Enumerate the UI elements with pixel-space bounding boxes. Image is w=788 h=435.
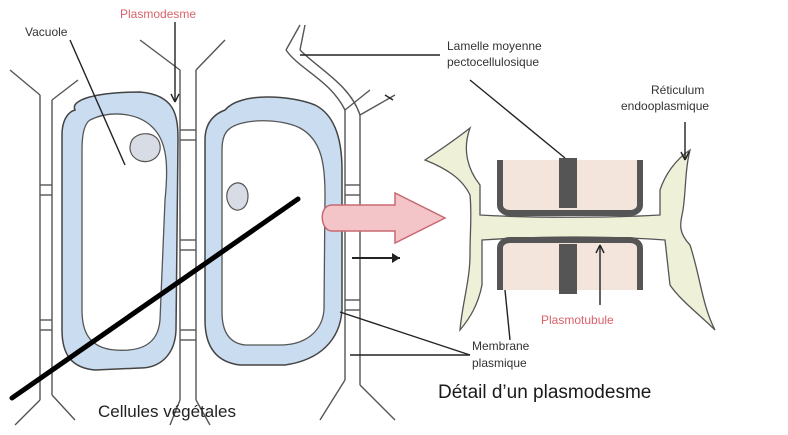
caption-cellules: Cellules végétales bbox=[98, 403, 236, 422]
upper-middle-lamella bbox=[559, 158, 577, 208]
caption-detail: Détail d’un plasmodesme bbox=[438, 383, 651, 404]
label-membrane-line2: plasmique bbox=[472, 357, 527, 370]
label-membrane-line1: Membrane bbox=[472, 340, 529, 353]
label-reticulum-line1: Réticulum bbox=[651, 84, 704, 97]
left-cell-organelle bbox=[130, 134, 160, 162]
label-vacuole: Vacuole bbox=[25, 26, 67, 39]
right-cell-organelle bbox=[227, 183, 248, 210]
label-lamelle-line1: Lamelle moyenne bbox=[447, 40, 542, 53]
lower-middle-lamella bbox=[559, 244, 577, 294]
label-lamelle-line2: pectocellulosique bbox=[447, 56, 539, 69]
label-reticulum-line2: endooplasmique bbox=[621, 100, 709, 113]
label-plasmodesme: Plasmodesme bbox=[120, 8, 196, 21]
right-cell-vacuole bbox=[222, 121, 325, 345]
small-arrow bbox=[352, 253, 400, 263]
label-plasmotubule: Plasmotubule bbox=[541, 314, 614, 327]
